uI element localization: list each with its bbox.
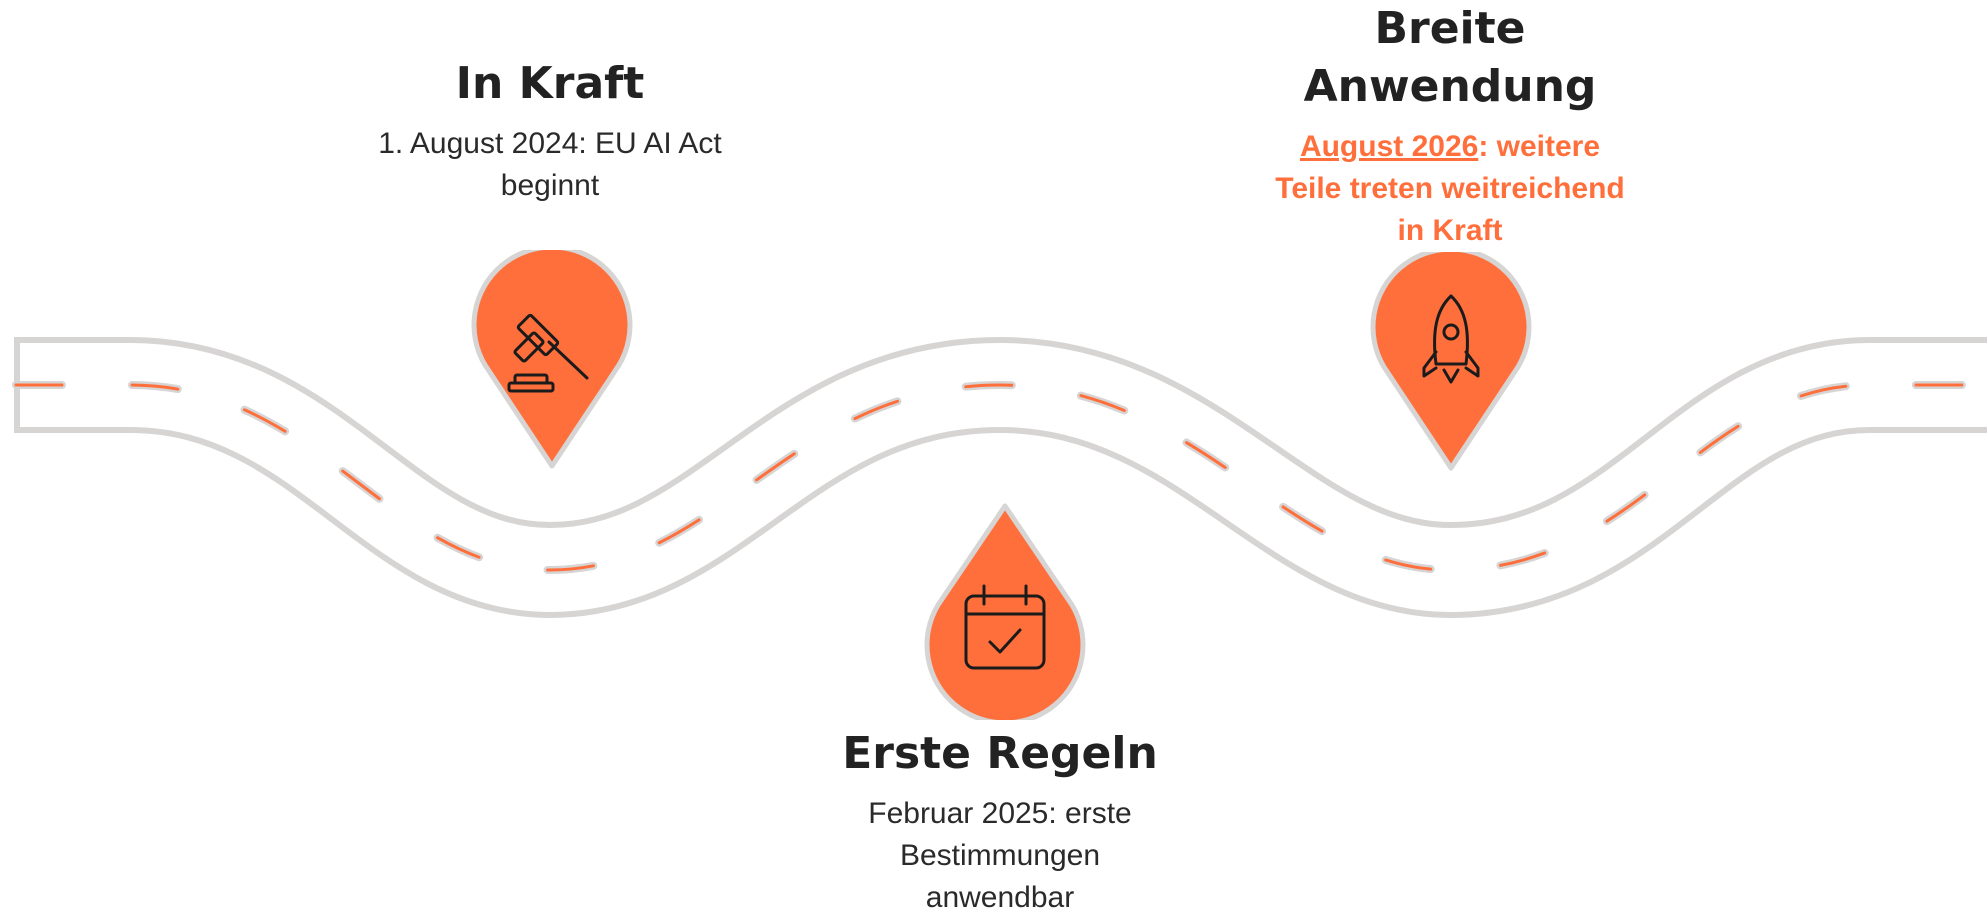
milestone-title: Breite Anwendung [1303, 3, 1597, 112]
milestone-description: August 2026: weitere Teile treten weitre… [1275, 126, 1625, 252]
drop-marker [920, 500, 1090, 720]
milestone-description-rest: : weitere Teile treten weitreichend in K… [1275, 130, 1625, 247]
milestone-erste-regeln: Erste Regeln Februar 2025: erste Bestimm… [825, 725, 1175, 919]
road-center-dashes [14, 383, 1987, 572]
calendar-check-icon [964, 584, 1046, 670]
milestone-title: Erste Regeln [842, 728, 1158, 779]
milestone-in-kraft: In Kraft 1. August 2024: EU AI Act begin… [375, 55, 725, 207]
milestone-description: Februar 2025: erste Bestimmungen anwendb… [868, 797, 1132, 914]
rocket-icon [1422, 294, 1480, 384]
map-pin-marker [1366, 252, 1536, 472]
milestone-description: 1. August 2024: EU AI Act beginnt [378, 127, 722, 202]
august-2026-link[interactable]: August 2026 [1299, 130, 1479, 163]
gavel-icon [507, 313, 589, 393]
map-pin-marker [467, 250, 637, 470]
milestone-title: In Kraft [455, 58, 645, 109]
milestone-breite-anwendung: Breite Anwendung August 2026: weitere Te… [1275, 0, 1625, 252]
